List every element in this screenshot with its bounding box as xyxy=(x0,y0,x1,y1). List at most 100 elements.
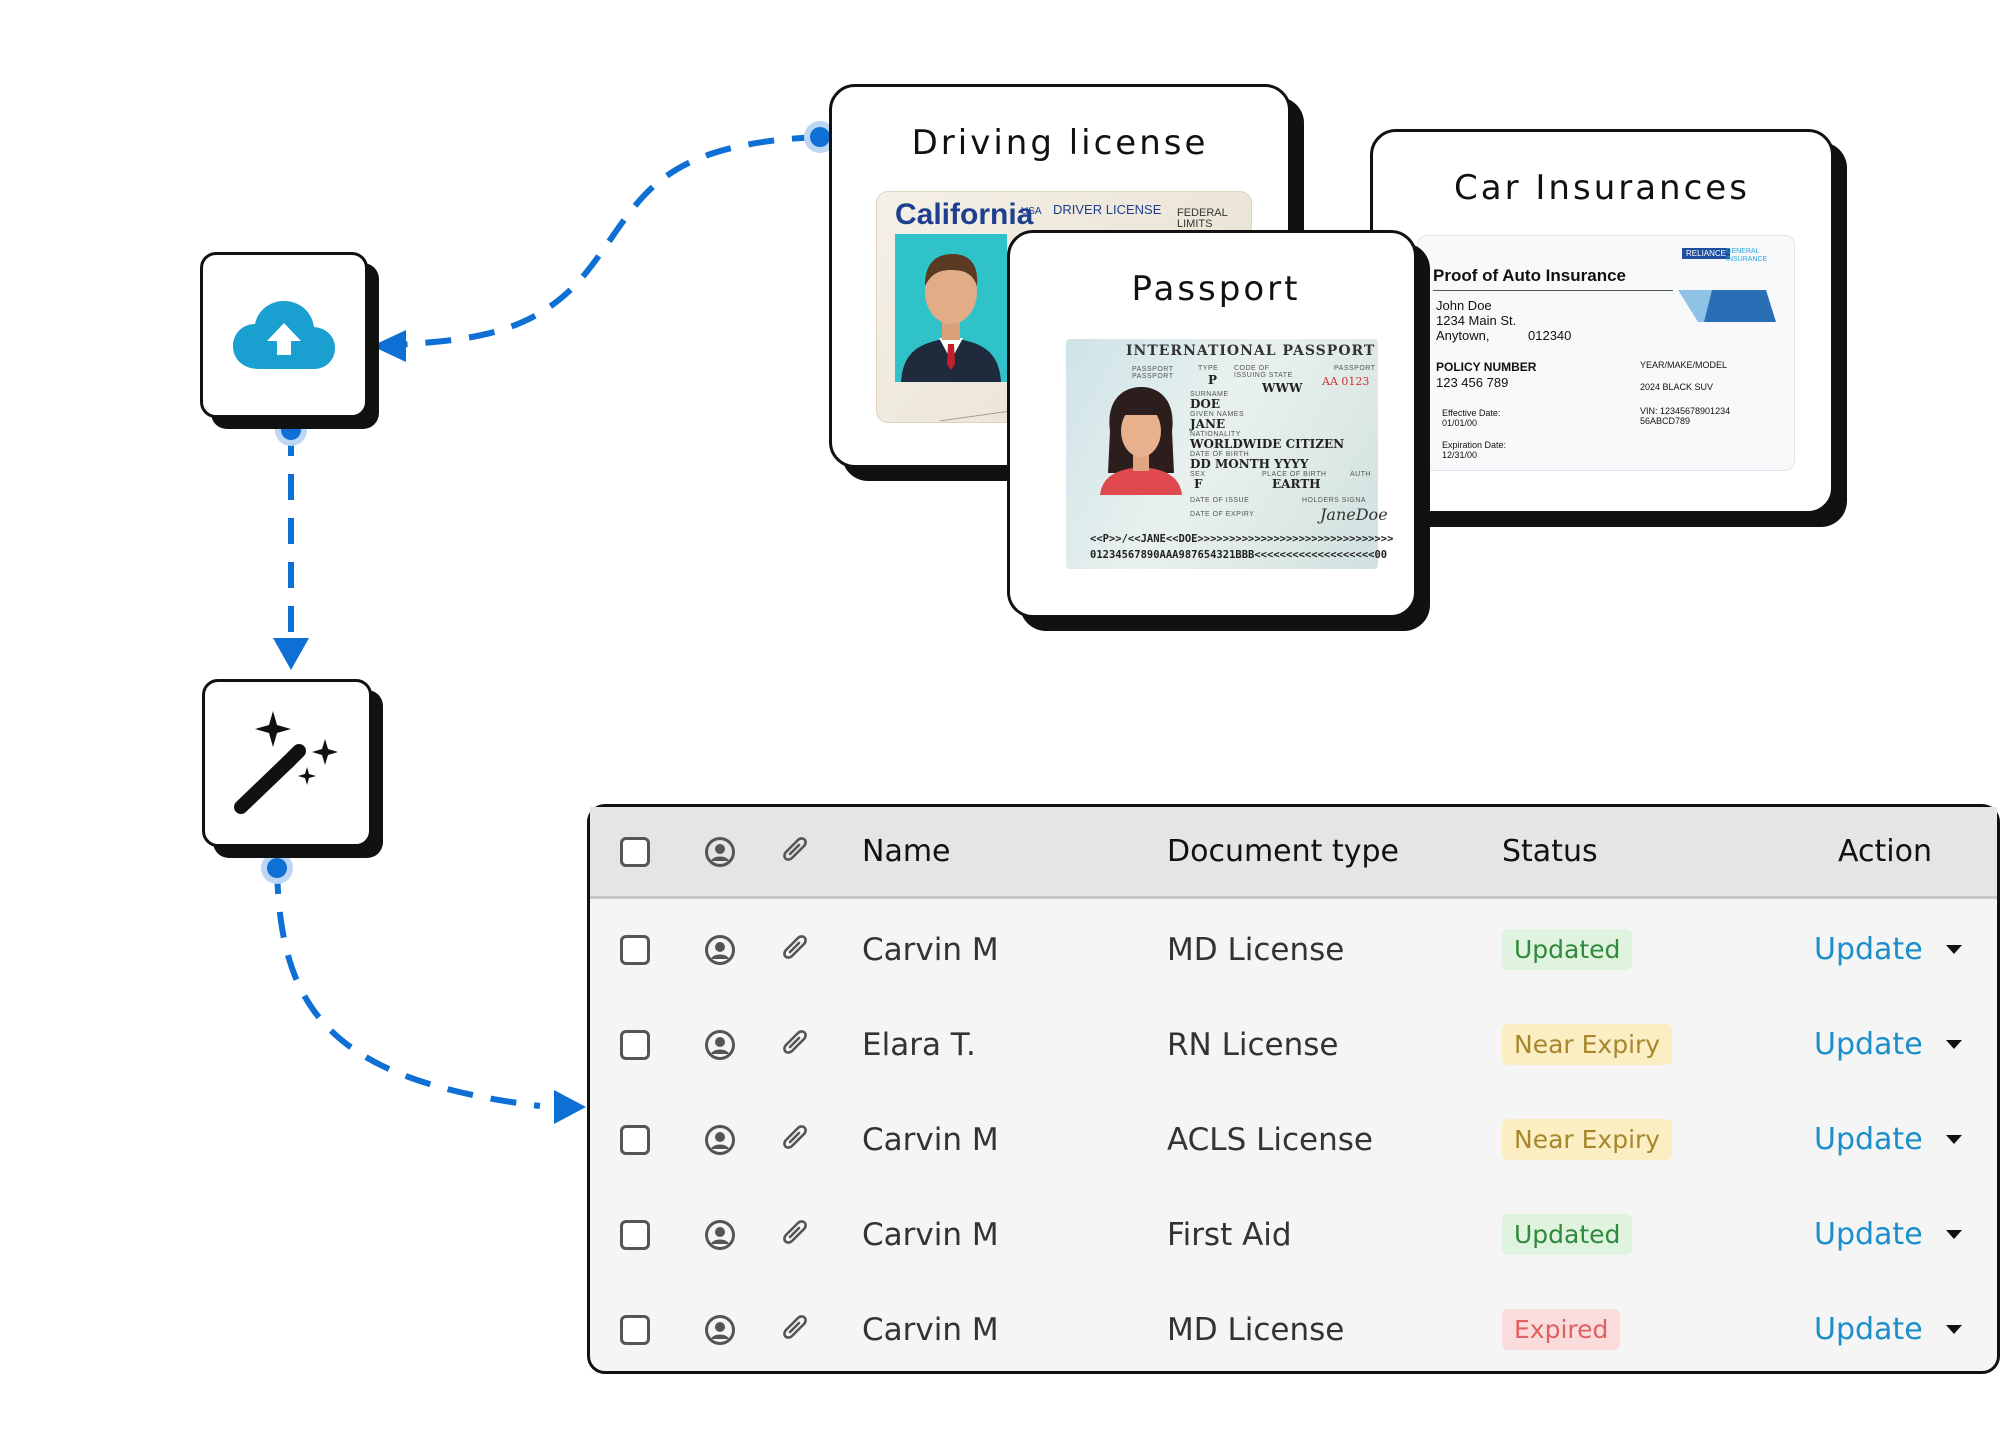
update-link[interactable]: Update xyxy=(1814,1312,1923,1347)
pp-number: AA 0123 xyxy=(1322,375,1370,388)
column-header-status[interactable]: Status xyxy=(1502,834,1598,869)
status-badge: Near Expiry xyxy=(1502,1024,1673,1065)
paperclip-icon[interactable] xyxy=(780,1029,812,1061)
policy-label: POLICY NUMBER xyxy=(1436,360,1537,374)
chevron-down-icon[interactable] xyxy=(1946,1230,1962,1239)
user-circle-icon[interactable] xyxy=(704,1029,736,1061)
effective-date: 01/01/00 xyxy=(1442,418,1478,428)
row-document-type: MD License xyxy=(1167,931,1345,968)
pp-label-given: GIVEN NAMES xyxy=(1190,411,1245,418)
row-checkbox[interactable] xyxy=(620,1029,650,1060)
row-name: Carvin M xyxy=(862,1121,999,1158)
row-checkbox[interactable] xyxy=(620,934,650,965)
row-attach-cell xyxy=(780,1282,812,1377)
row-select-cell xyxy=(620,1282,650,1377)
row-name: Elara T. xyxy=(862,1026,976,1063)
connector-dot-license-core xyxy=(810,127,830,147)
row-document-type: ACLS License xyxy=(1167,1121,1373,1158)
user-circle-icon xyxy=(705,836,735,867)
header-user-cell xyxy=(704,807,736,896)
chevron-down-icon[interactable] xyxy=(1946,1040,1962,1049)
column-header-name[interactable]: Name xyxy=(862,834,951,869)
table-row: Carvin M MD License Updated Update xyxy=(590,902,1997,997)
insurance-divider xyxy=(1433,290,1673,291)
row-action-dropdown-cell xyxy=(1946,902,1962,997)
user-circle-icon[interactable] xyxy=(704,934,736,966)
row-select-cell xyxy=(620,1187,650,1282)
update-link[interactable]: Update xyxy=(1814,1217,1923,1252)
update-link[interactable]: Update xyxy=(1814,1122,1923,1157)
chevron-down-icon[interactable] xyxy=(1946,1135,1962,1144)
paperclip-icon[interactable] xyxy=(780,1314,812,1346)
select-all-checkbox[interactable] xyxy=(620,836,650,867)
row-user-cell xyxy=(704,997,736,1092)
row-user-cell xyxy=(704,902,736,997)
chevron-down-icon[interactable] xyxy=(1946,945,1962,954)
pp-mrz-line-2: 01234567890AAA987654321BBB<<<<<<<<<<<<<<… xyxy=(1090,549,1388,561)
select-all-cell xyxy=(620,807,650,896)
pp-dob: DD MONTH YYYY xyxy=(1190,457,1309,471)
row-user-cell xyxy=(704,1092,736,1187)
pp-label-issue: DATE OF ISSUE xyxy=(1190,497,1250,504)
row-checkbox[interactable] xyxy=(620,1124,650,1155)
arrowhead-wand xyxy=(273,638,309,670)
row-action-cell: Update xyxy=(1814,1092,1923,1187)
insurance-logo-shape xyxy=(1678,290,1776,322)
insurance-heading: Proof of Auto Insurance xyxy=(1433,266,1626,285)
arrowhead-upload xyxy=(372,330,406,362)
status-badge: Expired xyxy=(1502,1309,1621,1350)
row-action-cell: Update xyxy=(1814,902,1923,997)
license-country: USA xyxy=(1021,206,1042,217)
table-row: Carvin M ACLS License Near Expiry Update xyxy=(590,1092,1997,1187)
pp-label-surname: SURNAME xyxy=(1190,391,1229,398)
row-select-cell xyxy=(620,997,650,1092)
row-action-dropdown-cell xyxy=(1946,1187,1962,1282)
connector-license-to-upload xyxy=(394,134,819,348)
table-row: Carvin M MD License Expired Update xyxy=(590,1282,1997,1377)
ymm-value: 2024 BLACK SUV xyxy=(1640,382,1714,392)
status-badge: Updated xyxy=(1502,1214,1633,1255)
update-link[interactable]: Update xyxy=(1814,932,1923,967)
chevron-down-icon[interactable] xyxy=(1946,1325,1962,1334)
row-checkbox[interactable] xyxy=(620,1219,650,1250)
woman-portrait-icon xyxy=(1100,387,1182,495)
row-action-cell: Update xyxy=(1814,1187,1923,1282)
license-note: FEDERAL LIMITS xyxy=(1177,207,1228,230)
arrowhead-table xyxy=(554,1090,586,1124)
insured-address1: 1234 Main St. xyxy=(1436,313,1517,328)
paperclip-icon[interactable] xyxy=(780,934,812,966)
license-photo xyxy=(895,234,1007,382)
pp-label-expiry: DATE OF EXPIRY xyxy=(1190,511,1255,518)
effective-label: Effective Date: xyxy=(1442,408,1501,418)
paperclip-icon[interactable] xyxy=(780,1219,812,1251)
user-circle-icon[interactable] xyxy=(704,1219,736,1251)
user-circle-icon[interactable] xyxy=(704,1124,736,1156)
user-circle-icon[interactable] xyxy=(704,1314,736,1346)
pp-label-type: TYPE xyxy=(1198,365,1219,372)
column-header-document-type[interactable]: Document type xyxy=(1167,834,1399,869)
column-header-action[interactable]: Action xyxy=(1838,834,1932,869)
magic-wand-icon xyxy=(234,711,338,814)
connector-dot-upload-core xyxy=(281,420,301,440)
paperclip-icon[interactable] xyxy=(780,1124,812,1156)
row-document-type: MD License xyxy=(1167,1311,1345,1348)
row-action-cell: Update xyxy=(1814,997,1923,1092)
license-state: California xyxy=(895,198,1034,231)
update-link[interactable]: Update xyxy=(1814,1027,1923,1062)
row-name: Carvin M xyxy=(862,1311,999,1348)
row-select-cell xyxy=(620,1092,650,1187)
pp-label-code: CODE OF ISSUING STATE xyxy=(1234,365,1293,379)
insurance-brand: RELIANCE xyxy=(1682,248,1731,259)
driving-license-title: Driving license xyxy=(911,123,1209,163)
passport-card[interactable]: Passport INTERNATIONAL PASSPORT PASSPORT… xyxy=(1007,230,1417,618)
passport-image: INTERNATIONAL PASSPORT PASSPORT PASSPORT… xyxy=(1066,339,1393,569)
status-badge: Near Expiry xyxy=(1502,1119,1673,1160)
ai-extract-step[interactable] xyxy=(202,679,372,847)
row-user-cell xyxy=(704,1187,736,1282)
upload-step[interactable] xyxy=(200,252,368,418)
car-insurance-card[interactable]: Car Insurances RELIANCE GENERAL INSURANC… xyxy=(1370,129,1834,514)
pp-code: WWW xyxy=(1262,381,1303,395)
row-attach-cell xyxy=(780,902,812,997)
row-checkbox[interactable] xyxy=(620,1314,650,1345)
